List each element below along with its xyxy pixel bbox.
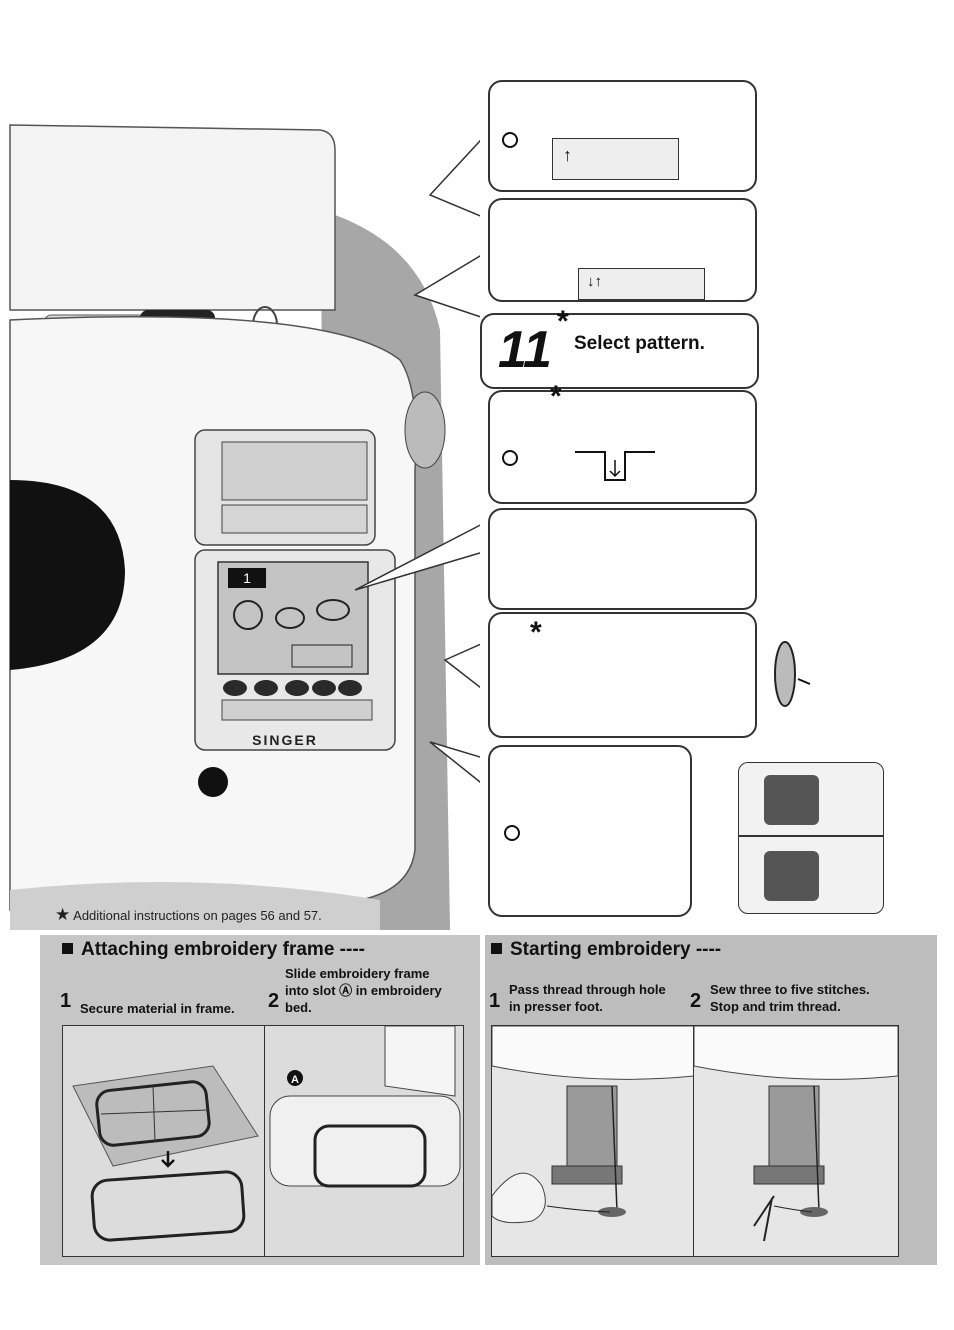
panel-sew-stitches <box>693 1025 899 1257</box>
asterisk-mark: * <box>530 616 542 649</box>
starting-section: Starting embroidery ---- 1 Pass thread t… <box>485 935 937 1265</box>
presser-foot-thread-illustration <box>491 1025 695 1224</box>
callout-hoop <box>488 508 757 610</box>
embroidery-bed-illustration: A <box>269 1025 461 1188</box>
asterisk-mark: * <box>550 380 562 413</box>
section-title: Attaching embroidery frame ---- <box>62 939 365 961</box>
square-bullet-icon <box>62 943 73 954</box>
callout-start-button <box>488 745 692 917</box>
needle-up-down-icon: ↓↑ <box>578 268 705 300</box>
section-title: Starting embroidery ---- <box>491 939 721 961</box>
asterisk-mark: * <box>557 305 569 338</box>
circle-bullet-icon <box>502 450 518 466</box>
star-icon: ★ <box>55 905 71 924</box>
callout-needle-position: ↓↑ <box>488 198 757 302</box>
start-stop-button-illustration <box>738 762 884 914</box>
footnote-text: Additional instructions on pages 56 and … <box>73 908 322 923</box>
attaching-section: Attaching embroidery frame ---- 1 Secure… <box>40 935 480 1265</box>
callout-select-pattern: 11 * Select pattern. <box>480 305 759 389</box>
tension-dial-icon <box>774 641 811 707</box>
step-text: Select pattern. <box>574 333 705 354</box>
display-number: 1 <box>243 570 251 586</box>
square-bullet-icon <box>491 943 502 954</box>
footnote: ★ Additional instructions on pages 56 an… <box>55 905 322 925</box>
presser-foot-down-icon <box>575 451 655 481</box>
panel-pass-thread <box>491 1025 695 1257</box>
callout-presser-foot-lower: * <box>488 380 757 504</box>
step-number: 11 <box>498 321 552 379</box>
panel-slide-frame: A <box>264 1025 464 1257</box>
slot-marker: A <box>291 1074 299 1086</box>
presser-foot-up-icon: ↑ <box>552 138 679 180</box>
brand-logo: SINGER <box>252 732 318 748</box>
hoop-illustration <box>72 1065 259 1242</box>
circle-bullet-icon <box>502 132 518 148</box>
callout-thread-tension: * <box>488 612 811 738</box>
callout-presser-foot-up: ↑ <box>488 80 757 192</box>
circle-bullet-icon <box>504 825 520 841</box>
panel-secure-material <box>62 1025 266 1257</box>
trim-thread-illustration <box>693 1025 899 1242</box>
sewing-machine-illustration: 1 SINGER <box>9 124 480 930</box>
